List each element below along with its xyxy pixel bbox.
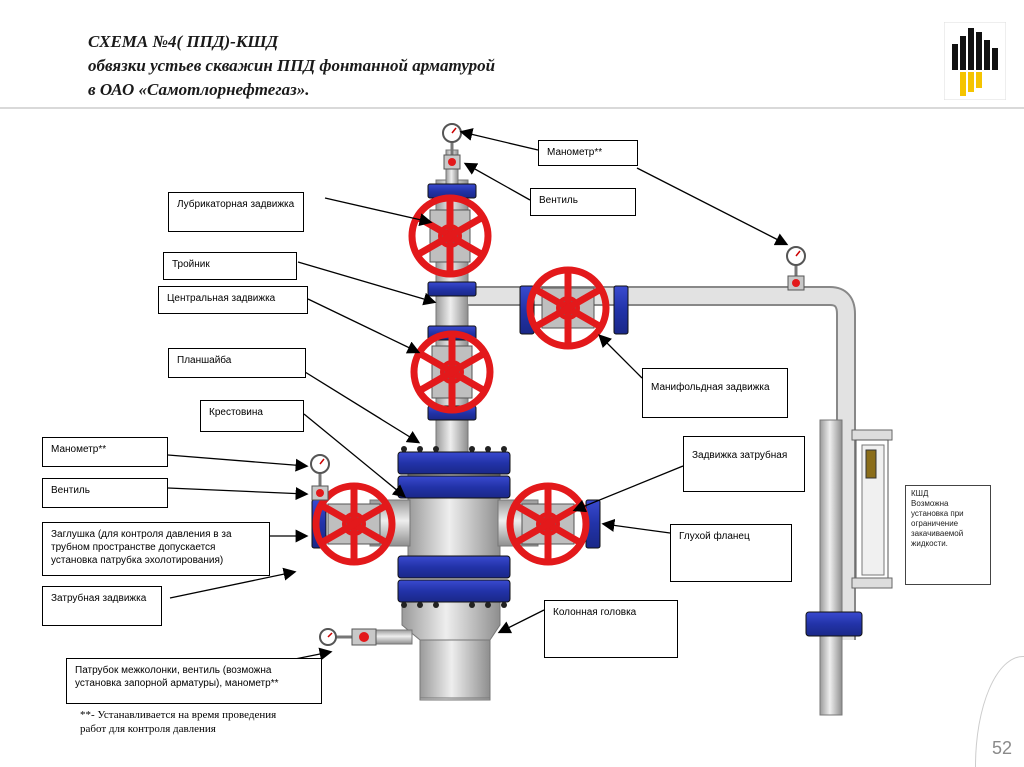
kshd-flange-bottom — [851, 577, 893, 589]
label-troinik: Тройник — [163, 252, 297, 280]
page-number: 52 — [991, 738, 1012, 758]
header-divider — [0, 107, 1024, 109]
label-manometer-left: Манометр** — [42, 437, 168, 467]
label-patrubok: Патрубок межколонки, вентиль (возможна у… — [66, 658, 322, 704]
label-krestovina: Крестовина — [200, 400, 304, 432]
label-zaglushka: Заглушка (для контроля давления в за тру… — [42, 522, 270, 576]
kshd-title: КШД — [911, 489, 929, 498]
valve-handwheel-icon — [312, 194, 610, 566]
label-manifold-valve: Манифольдная задвижка — [642, 368, 788, 418]
label-ventil-left: Вентиль — [42, 478, 168, 508]
label-lubricator-valve: Лубрикаторная задвижка — [168, 192, 304, 232]
lubricator-valve — [408, 194, 492, 278]
label-zatrub-valve-left: Затрубная задвижка — [42, 586, 162, 626]
logo-icon — [944, 22, 1006, 100]
title-line-2: обвязки устьев скважин ППД фонтанной арм… — [88, 56, 496, 75]
annulus-valve-left — [312, 482, 396, 566]
right-vertical-pipe — [819, 419, 843, 716]
label-kolonnaya-golovka: Колонная головка — [544, 600, 678, 658]
title-line-1: СХЕМА №4( ППД)-КШД — [88, 32, 279, 51]
label-ventil-top: Вентиль — [530, 188, 636, 216]
manifold-valve — [526, 266, 610, 350]
annulus-valve-right — [506, 482, 590, 566]
label-manometer-top: Манометр** — [538, 140, 638, 166]
right-pipe-flange — [805, 611, 863, 637]
footnote: **- Устанавливается на время проведения … — [80, 709, 277, 735]
slide-title: СХЕМА №4( ППД)-КШД обвязки устьев скважи… — [88, 30, 495, 102]
central-valve — [410, 330, 494, 414]
kshd-text: Возможна установка при ограничение закач… — [911, 499, 964, 548]
title-line-3: в ОАО «Самотлорнефтегаз». — [88, 80, 310, 99]
label-central-valve: Центральная задвижка — [158, 286, 308, 314]
arrow-icon — [167, 128, 789, 663]
manometer-icon — [310, 123, 806, 646]
kshd-info-box: КШД Возможна установка при ограничение з… — [905, 485, 991, 585]
label-zatrub-valve-right: Задвижка затрубная — [683, 436, 805, 492]
label-planshaiba: Планшайба — [168, 348, 306, 378]
label-glukhoy-flanets: Глухой фланец — [670, 524, 792, 582]
kshd-flange-top — [851, 429, 893, 441]
